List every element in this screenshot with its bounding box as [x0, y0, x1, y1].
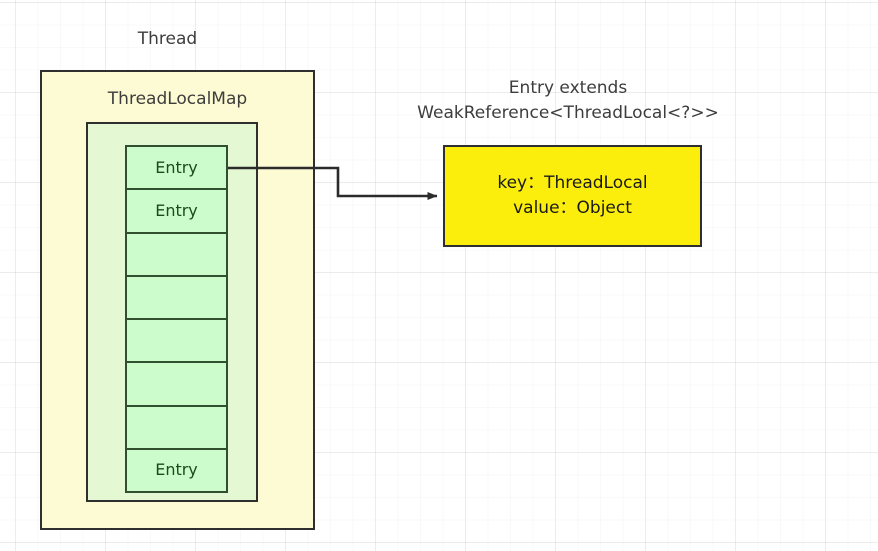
caption-line-2: WeakReference<ThreadLocal<?>>: [417, 103, 719, 123]
entry-cell[interactable]: [125, 404, 228, 450]
caption-line-1: Entry extends: [508, 78, 628, 98]
entry-extends-caption: Entry extends WeakReference<ThreadLocal<…: [398, 76, 738, 126]
threadlocalmap-label: ThreadLocalMap: [107, 89, 248, 109]
thread-label: Thread: [137, 29, 198, 49]
entry-detail-box: key：ThreadLocal value：Object: [443, 145, 702, 247]
entry-table: Entry Entry Entry: [125, 145, 228, 493]
entry-cell[interactable]: Entry: [125, 145, 228, 191]
entry-cell[interactable]: Entry: [125, 447, 228, 493]
entry-cell[interactable]: Entry: [125, 188, 228, 234]
entry-cell[interactable]: [125, 274, 228, 320]
entry-cell[interactable]: [125, 231, 228, 277]
entry-cell[interactable]: [125, 318, 228, 364]
entry-cell[interactable]: [125, 361, 228, 407]
entry-value-row: value：Object: [513, 198, 632, 218]
entry-key-row: key：ThreadLocal: [497, 173, 648, 193]
